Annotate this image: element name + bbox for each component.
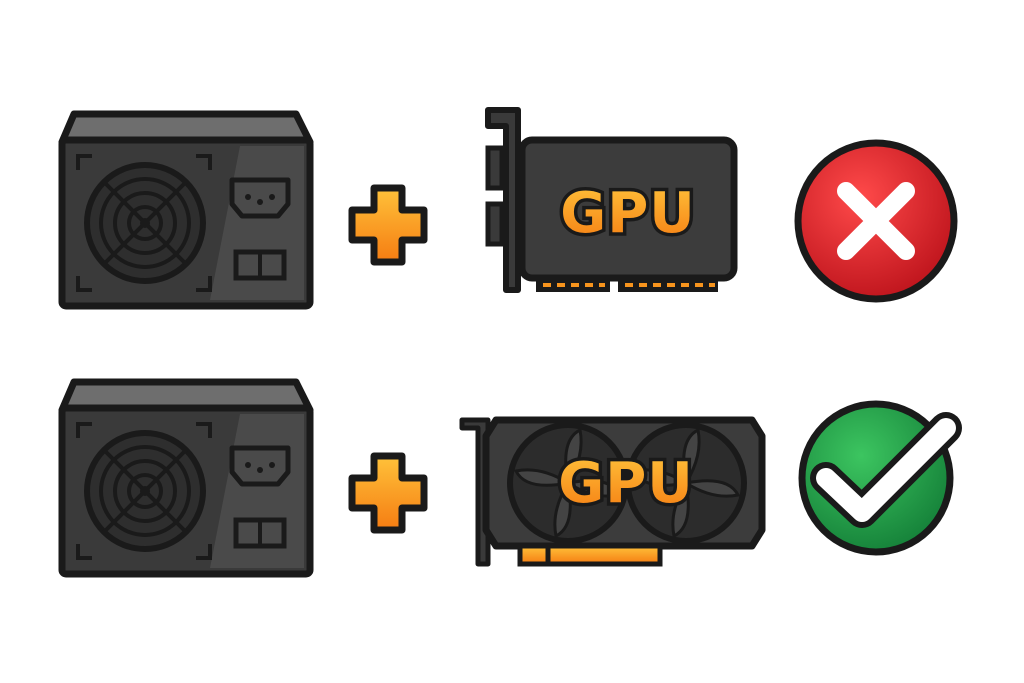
power-supply-icon <box>62 114 310 306</box>
gpu-label: GPU <box>558 451 693 516</box>
plus-icon <box>352 456 424 530</box>
low-profile-gpu-icon: GPU <box>485 107 738 293</box>
fan-left-icon <box>507 422 629 544</box>
gpu-label: GPU <box>560 181 695 246</box>
check-icon <box>798 400 962 556</box>
fan-right-icon <box>625 422 747 544</box>
cross-icon <box>794 139 958 303</box>
dual-fan-gpu-icon: GPU <box>459 416 766 567</box>
plus-icon <box>352 188 424 262</box>
row-2 <box>62 382 424 574</box>
row-1: GPU <box>62 107 958 306</box>
power-supply-icon <box>62 382 310 574</box>
